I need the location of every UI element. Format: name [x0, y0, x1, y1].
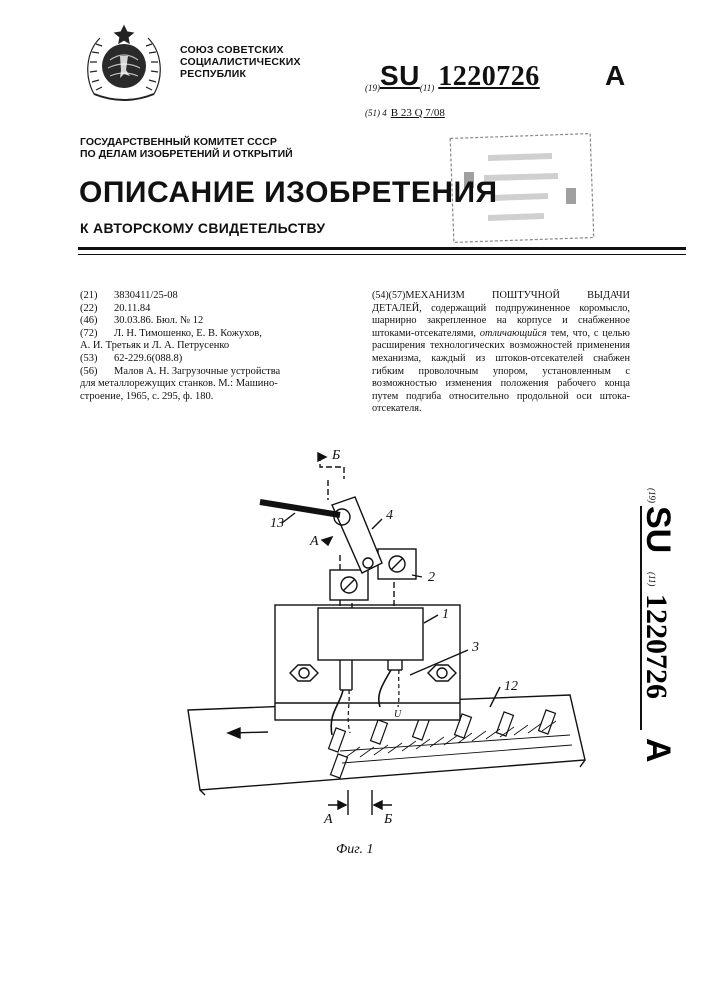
- label-part-4: 4: [386, 508, 393, 523]
- lever-handle: [260, 502, 340, 515]
- header-rule-thick: [78, 247, 686, 250]
- committee-line-1: ГОСУДАРСТВЕННЫЙ КОМИТЕТ СССР: [80, 136, 293, 148]
- pub-kind: A: [605, 60, 626, 92]
- union-line-3: РЕСПУБЛИК: [180, 68, 301, 80]
- document-subtitle: К АВТОРСКОМУ СВИДЕТЕЛЬСТВУ: [80, 220, 325, 236]
- pub-number-tag: (11): [420, 83, 434, 93]
- label-valve-mark: U: [394, 709, 402, 720]
- bib-continuation: А. И. Третьяк и Л. А. Петрусенко: [80, 340, 350, 353]
- bib-row: (56)Малов А. Н. Загрузочные устройства: [80, 366, 350, 379]
- side-number: 1220726: [640, 594, 673, 699]
- label-part-2: 2: [428, 570, 435, 585]
- label-part-12: 12: [504, 679, 518, 694]
- bib-text: Л. Н. Тимошенко, Е. В. Кожухов,: [114, 328, 350, 341]
- bibliographic-data: (21)3830411/25-08 (22)20.11.84 (46)30.03…: [80, 290, 350, 403]
- mechanism-drawing: 4 2 1 3 12 13 Б А А Б U: [150, 445, 600, 845]
- union-line-2: СОЦИАЛИСТИЧЕСКИХ: [180, 56, 301, 68]
- bib-row: (22)20.11.84: [80, 303, 350, 316]
- abstract-tag: (54)(57): [372, 290, 405, 301]
- ussr-emblem-icon: [80, 20, 168, 108]
- bib-continuation: строение, 1965, с. 295, ф. 180.: [80, 391, 350, 404]
- bib-text: 62-229.6(088.8): [114, 353, 350, 366]
- rod-head: [378, 549, 416, 579]
- side-country: SU: [639, 506, 675, 553]
- ipc-classification: (51) 4 B 23 Q 7/08: [365, 107, 445, 119]
- bib-text: 3830411/25-08: [114, 290, 350, 303]
- abstract-emphasis: отличающийся: [480, 328, 547, 339]
- label-section-a-top: А: [309, 534, 319, 549]
- label-part-3: 3: [471, 640, 479, 655]
- side-kind: A: [639, 738, 675, 763]
- publication-number: (19)SU(11) 1220726 A: [365, 60, 665, 96]
- side-country-tag: (19): [647, 488, 657, 503]
- label-part-13: 13: [270, 516, 284, 531]
- document-title: ОПИСАНИЕ ИЗОБРЕТЕНИЯ: [79, 176, 498, 210]
- label-section-a-bottom: А: [323, 812, 333, 827]
- side-publication-number: (19) SU (11) 1220726 A: [595, 480, 675, 780]
- label-section-b-top: Б: [331, 448, 340, 463]
- figure-caption: Фиг. 1: [336, 842, 374, 858]
- bib-code: (72): [80, 328, 114, 341]
- bib-text: 30.03.86. Бюл. № 12: [114, 315, 350, 328]
- ipc-code: B 23 Q 7/08: [391, 107, 445, 119]
- bib-code: (21): [80, 290, 114, 303]
- rocker-arm: [332, 497, 382, 573]
- pub-number: 1220726: [438, 61, 540, 92]
- bib-continuation: для металлорежущих станков. М.: Машино-: [80, 378, 350, 391]
- bib-text: Малов А. Н. Загрузочные устройства: [114, 366, 350, 379]
- label-part-1: 1: [442, 607, 449, 622]
- abstract-text: тем, что, с целью расширения технологиче…: [372, 328, 630, 415]
- union-line-1: СОЮЗ СОВЕТСКИХ: [180, 44, 301, 56]
- bib-code: (56): [80, 366, 114, 379]
- abstract: (54)(57)МЕХАНИЗМ ПОШТУЧНОЙ ВЫДАЧИ ДЕТАЛЕ…: [372, 290, 630, 416]
- bib-text: 20.11.84: [114, 303, 350, 316]
- side-number-tag: (11): [647, 572, 657, 586]
- ipc-tag: (51) 4: [365, 108, 387, 118]
- label-section-b-bottom: Б: [383, 812, 392, 827]
- bib-code: (53): [80, 353, 114, 366]
- committee-line-2: ПО ДЕЛАМ ИЗОБРЕТЕНИЙ И ОТКРЫТИЙ: [80, 148, 293, 160]
- pub-country-tag: (19): [365, 83, 380, 93]
- committee-name: ГОСУДАРСТВЕННЫЙ КОМИТЕТ СССР ПО ДЕЛАМ ИЗ…: [80, 136, 293, 160]
- bib-row: (46)30.03.86. Бюл. № 12: [80, 315, 350, 328]
- union-name: СОЮЗ СОВЕТСКИХ СОЦИАЛИСТИЧЕСКИХ РЕСПУБЛИ…: [180, 44, 301, 80]
- bib-row: (21)3830411/25-08: [80, 290, 350, 303]
- bib-code: (46): [80, 315, 114, 328]
- bib-code: (22): [80, 303, 114, 316]
- bib-row: (53)62-229.6(088.8): [80, 353, 350, 366]
- pub-country: SU: [380, 60, 420, 91]
- rod-head: [330, 570, 368, 600]
- bib-row: (72)Л. Н. Тимошенко, Е. В. Кожухов,: [80, 328, 350, 341]
- header-rule-thin: [78, 254, 686, 255]
